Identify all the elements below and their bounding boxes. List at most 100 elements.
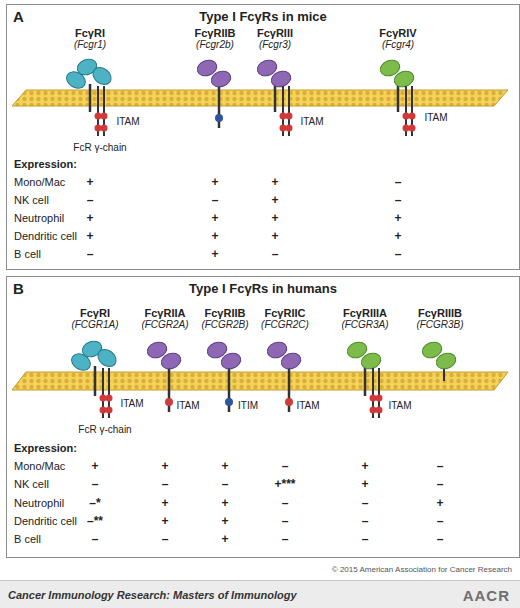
panel-title: Type I FcγRs in mice — [7, 9, 519, 24]
panel-letter: B — [13, 280, 24, 297]
cell-membrane — [12, 372, 508, 390]
expression-value: – — [282, 515, 289, 527]
receptor-name: FcγRIIB — [195, 28, 236, 39]
receptor-name: FcγRIV — [379, 28, 416, 39]
gene-name: (FCGR2B) — [201, 320, 248, 330]
expression-value: + — [271, 194, 278, 206]
expression-value: + — [271, 212, 278, 224]
motif-label: FcR γ-chain — [78, 425, 131, 435]
motif-label: ITAM — [296, 401, 319, 411]
expression-value: + — [271, 230, 278, 242]
panel-letter: A — [13, 8, 24, 25]
expression-value: + — [271, 176, 278, 188]
expression-value: + — [211, 176, 218, 188]
receptor-name: FcγRIIC — [265, 308, 306, 319]
receptor-fcgr4 — [378, 58, 416, 136]
gene-name: (Fcgr2b) — [196, 40, 234, 50]
expression-value: – — [92, 478, 99, 490]
expression-value: + — [91, 460, 98, 472]
expression-value: – — [282, 460, 289, 472]
receptor-fcgr1a — [69, 339, 120, 418]
expression-value: + — [86, 212, 93, 224]
motif-label: ITIM — [238, 401, 258, 411]
expression-value: – — [222, 478, 229, 490]
cell-type: NK cell — [14, 479, 49, 490]
expression-value: + — [394, 230, 401, 242]
receptor-name: FcγRIIIA — [343, 308, 387, 319]
motif-label: ITAM — [388, 401, 411, 411]
gene-name: (Fcgr3) — [259, 40, 291, 50]
expression-value: + — [221, 515, 228, 527]
expression-value: –* — [89, 497, 100, 509]
cell-type: B cell — [14, 249, 41, 260]
expression-value: + — [86, 176, 93, 188]
expression-value: – — [395, 248, 402, 260]
expression-value: – — [395, 176, 402, 188]
expression-value: – — [272, 248, 279, 260]
receptor-fcgr3 — [255, 58, 293, 136]
expression-value: – — [362, 515, 369, 527]
receptor-name: FcγRI — [80, 308, 110, 319]
motif-label: ITAM — [424, 113, 447, 123]
cell-type: Dendritic cell — [14, 515, 77, 526]
cell-type: Neutrophil — [14, 213, 64, 224]
expression-value: – — [162, 533, 169, 545]
receptor-name: FcγRIIIB — [418, 308, 462, 319]
expression-value: + — [361, 478, 368, 490]
expression-value: – — [437, 533, 444, 545]
cell-type: Mono/Mac — [14, 461, 65, 472]
gene-name: (FCGR2A) — [141, 320, 188, 330]
expression-value: + — [221, 460, 228, 472]
expression-value: + — [211, 212, 218, 224]
expression-value: + — [86, 230, 93, 242]
expression-value: – — [395, 194, 402, 206]
expression-value: – — [437, 515, 444, 527]
receptor-fcgr2b — [205, 340, 243, 412]
cell-membrane — [12, 90, 508, 106]
copyright-note: © 2015 American Association for Cancer R… — [332, 566, 512, 574]
motif-label: ITAM — [116, 117, 139, 127]
footer-band: Cancer Immunology Research: Masters of I… — [0, 580, 520, 608]
expression-value: + — [161, 515, 168, 527]
publisher-logo: AACR — [463, 586, 510, 603]
expression-value: – — [162, 478, 169, 490]
expression-value: + — [211, 248, 218, 260]
receptor-fcgr2b — [195, 58, 233, 128]
cell-type: NK cell — [14, 195, 49, 206]
expression-value: –** — [87, 515, 103, 527]
expression-value: – — [362, 533, 369, 545]
receptor-fcgr3b — [420, 340, 458, 381]
expression-value: + — [394, 212, 401, 224]
expression-value: + — [361, 460, 368, 472]
table-heading: Expression: — [14, 443, 77, 454]
cell-type: Neutrophil — [14, 497, 64, 508]
expression-value: + — [161, 497, 168, 509]
expression-value: – — [87, 194, 94, 206]
expression-value: – — [282, 533, 289, 545]
expression-value: +*** — [274, 478, 295, 490]
motif-label: ITAM — [300, 117, 323, 127]
expression-value: + — [221, 497, 228, 509]
receptor-fcgr3a — [345, 340, 383, 418]
gene-name: (Fcgr4) — [382, 40, 414, 50]
expression-value: + — [436, 497, 443, 509]
receptor-name: FcγRIII — [257, 28, 293, 39]
motif-label: FcR γ-chain — [73, 143, 126, 153]
panel-title: Type I FcγRs in humans — [7, 281, 519, 296]
expression-value: + — [221, 533, 228, 545]
cell-type: Dendritic cell — [14, 231, 77, 242]
expression-value: – — [92, 533, 99, 545]
expression-value: + — [161, 460, 168, 472]
motif-label: ITAM — [176, 401, 199, 411]
gene-name: (FCGR3A) — [341, 320, 388, 330]
expression-value: + — [211, 230, 218, 242]
receptor-name: FcγRIIA — [145, 308, 186, 319]
expression-value: – — [362, 497, 369, 509]
expression-value: – — [212, 194, 219, 206]
motif-label: ITAM — [120, 399, 143, 409]
journal-name: Cancer Immunology Research: Masters of I… — [8, 589, 297, 601]
expression-value: – — [437, 460, 444, 472]
expression-value: – — [282, 497, 289, 509]
expression-value: – — [437, 478, 444, 490]
expression-value: – — [87, 248, 94, 260]
